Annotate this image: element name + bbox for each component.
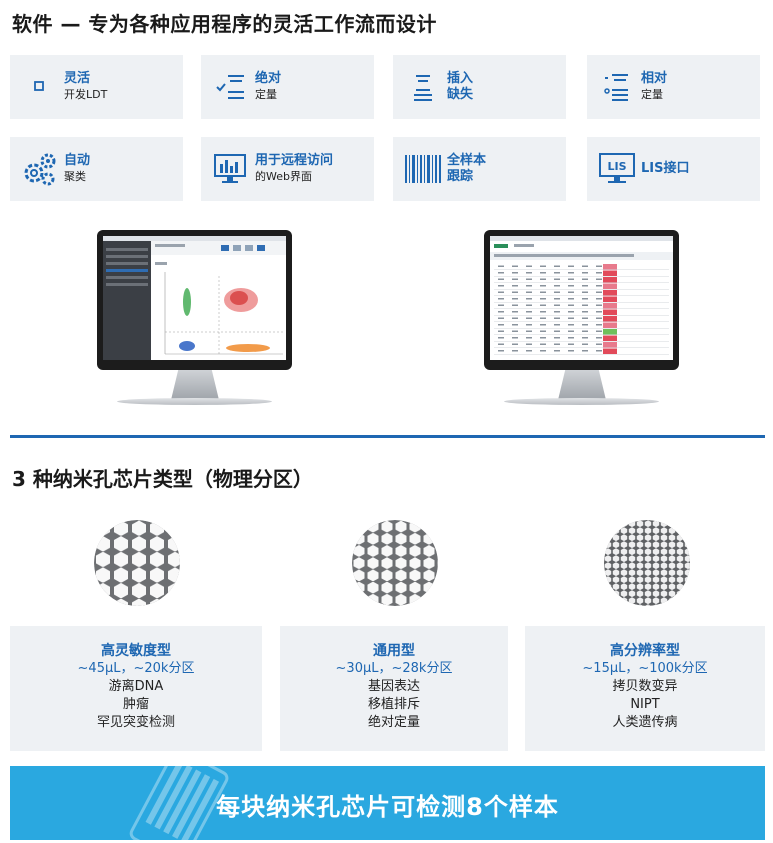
chip-image-high-resolution <box>604 520 690 606</box>
table-software-screen <box>490 236 673 360</box>
chip-card-general: 通用型 ~30μL，~28k分区 基因表达 移植排斥 绝对定量 <box>280 626 508 751</box>
feature-absolute-quant: 绝对 定量 <box>201 55 374 119</box>
feature-web-interface: 用于远程访问 的Web界面 <box>201 137 374 201</box>
barcode-icon <box>403 149 443 189</box>
samples-banner: 每块纳米孔芯片可检测8个样本 <box>10 766 765 840</box>
chip-application: 基因表达 <box>367 679 420 694</box>
chip-application: 移植排斥 <box>367 697 420 712</box>
feature-subtitle: 定量 <box>255 88 277 101</box>
feature-flexible-ldt: 灵活 开发LDT <box>10 55 183 119</box>
feature-subtitle: 定量 <box>641 88 663 101</box>
feature-title: 绝对 <box>255 71 282 86</box>
chip-application: 拷贝数变异 <box>612 679 678 694</box>
chip-application: 绝对定量 <box>367 715 420 730</box>
chip-types-heading: 3 种纳米孔芯片类型（物理分区） <box>12 467 313 491</box>
chip-card-high-resolution: 高分辨率型 ~15μL，~100k分区 拷贝数变异 NIPT 人类遗传病 <box>525 626 765 751</box>
stacked-lines-icon <box>403 67 443 107</box>
chip-name: 高分辨率型 <box>610 643 680 659</box>
cluster-software-screen <box>103 236 286 360</box>
feature-title-2: 缺失 <box>447 87 474 102</box>
feature-title: 相对 <box>641 71 668 86</box>
chip-application: 游离DNA <box>108 679 164 694</box>
chip-application: 人类遗传病 <box>612 715 678 730</box>
chip-name: 高灵敏度型 <box>101 643 171 659</box>
chip-outline-graphic <box>129 766 229 840</box>
feature-sample-tracking: 全样本 跟踪 <box>393 137 566 201</box>
feature-subtitle: 的Web界面 <box>255 170 312 183</box>
feature-indel: 插入 缺失 <box>393 55 566 119</box>
chip-application: NIPT <box>630 697 660 712</box>
software-heading: 软件 — 专为各种应用程序的灵活工作流而设计 <box>12 12 437 36</box>
monitor-chart-icon <box>211 149 251 189</box>
gears-icon <box>20 149 60 189</box>
feature-lis-interface: LIS LIS接口 <box>587 137 760 201</box>
feature-title: 灵活 <box>64 71 91 86</box>
feature-auto-cluster: 自动 聚类 <box>10 137 183 201</box>
chip-spec: ~30μL，~28k分区 <box>335 661 453 676</box>
chip-image-general <box>352 520 438 606</box>
chip-name: 通用型 <box>373 643 415 659</box>
feature-relative-quant: 相对 定量 <box>587 55 760 119</box>
chip-application: 肿瘤 <box>122 697 149 712</box>
feature-title: 用于远程访问 <box>255 153 334 168</box>
feature-subtitle: 开发LDT <box>64 88 108 101</box>
feature-subtitle: 聚类 <box>64 170 86 183</box>
banner-text: 每块纳米孔芯片可检测8个样本 <box>216 793 559 821</box>
relative-bars-icon <box>597 67 637 107</box>
svg-text:LIS: LIS <box>607 160 626 173</box>
chip-image-high-sensitivity <box>94 520 180 606</box>
feature-title: 全样本 <box>447 153 487 168</box>
feature-title: 插入 <box>447 71 474 86</box>
feature-title: 自动 <box>64 153 91 168</box>
check-bars-icon <box>211 67 251 107</box>
feature-title-2: 跟踪 <box>447 169 474 184</box>
chip-application: 罕见突变检测 <box>96 715 175 730</box>
lis-monitor-icon: LIS <box>597 149 637 189</box>
section-divider <box>10 435 765 438</box>
chip-spec: ~15μL，~100k分区 <box>582 661 708 676</box>
chip-card-high-sensitivity: 高灵敏度型 ~45μL，~20k分区 游离DNA 肿瘤 罕见突变检测 <box>10 626 262 751</box>
chip-spec: ~45μL，~20k分区 <box>77 661 195 676</box>
feature-title: LIS接口 <box>641 161 690 176</box>
square-dot-icon <box>20 67 60 107</box>
